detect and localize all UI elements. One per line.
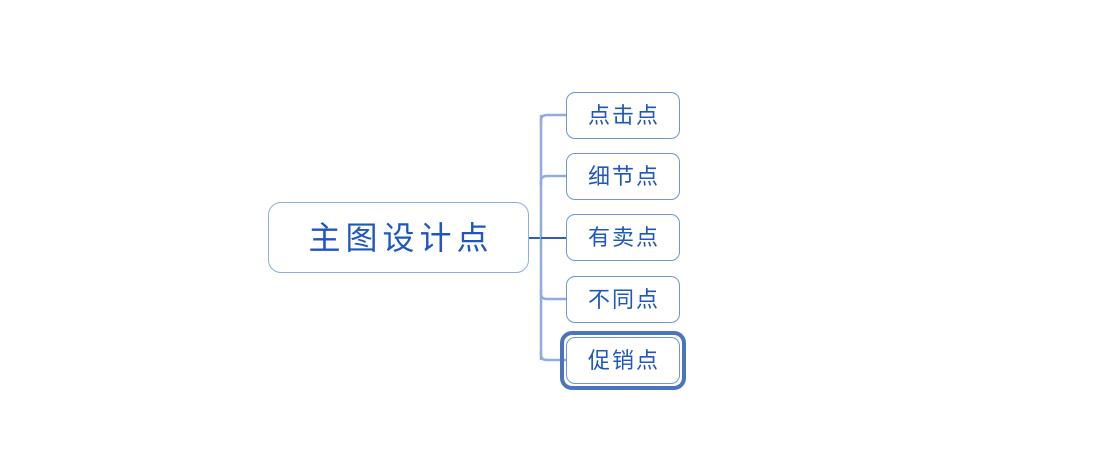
mindmap-child-label-2: 细节点 [587,163,660,189]
mindmap-child-label-5: 促销点 [587,347,660,373]
mindmap-child-label-1: 点击点 [587,102,660,128]
mindmap-child-label-3: 有卖点 [587,224,660,250]
mindmap-child-label-4: 不同点 [587,286,660,312]
mindmap-child-node-1[interactable]: 点击点 [566,92,680,139]
mindmap-root-label: 主图设计点 [308,219,494,256]
mindmap-child-node-3[interactable]: 有卖点 [566,214,680,261]
mindmap-child-node-5-selected[interactable]: 促销点 [566,337,680,384]
connector-branch-2 [539,174,566,186]
connector-branch-1 [539,113,566,125]
selection-ring [560,331,686,390]
mindmap-root-node[interactable]: 主图设计点 [268,202,529,273]
connector-branch-4 [539,289,566,301]
mindmap-child-node-2[interactable]: 细节点 [566,153,680,200]
mindmap-child-node-4[interactable]: 不同点 [566,276,680,323]
